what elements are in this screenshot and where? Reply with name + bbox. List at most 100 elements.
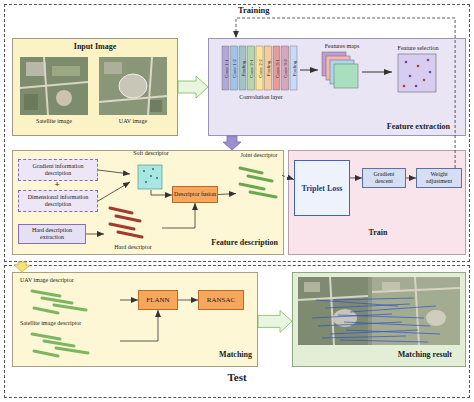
hard-descriptor-bars <box>110 208 132 213</box>
flow-arrow <box>120 310 158 341</box>
uav-photo <box>99 57 167 115</box>
part-label: Feature selection <box>390 45 446 52</box>
match-lines <box>340 340 428 342</box>
conv-layer-bar <box>248 46 255 90</box>
panel-title: Test <box>204 371 270 384</box>
conv-layer-bar <box>256 46 263 90</box>
matching-photo <box>426 310 446 326</box>
match-lines <box>322 336 406 338</box>
satellite-photo <box>26 62 46 76</box>
conv-layer-bar <box>222 46 297 90</box>
conv-layer-bar <box>231 46 238 90</box>
feature-map <box>322 52 358 88</box>
satellite-photo <box>20 57 88 115</box>
matching-photo <box>304 282 320 292</box>
flow-arrow <box>178 300 198 301</box>
uav-photo <box>99 57 167 115</box>
panel-title: Training <box>238 5 298 15</box>
soft-descriptor-square <box>152 168 154 170</box>
conv-layer-bar <box>290 46 297 90</box>
part-label: Convolution layer <box>222 94 300 101</box>
satellite-descriptor-bars <box>56 348 88 353</box>
satellite-descriptor-bars <box>32 334 88 356</box>
box-label: Weight adjustment <box>416 171 462 185</box>
feature-selection-map <box>403 85 406 88</box>
matching-panel: Matching UAV image descriptorSatellite im… <box>12 272 258 367</box>
satellite-photo <box>24 94 38 110</box>
feature-selection-map <box>398 54 436 92</box>
panel-title: Matching <box>172 350 252 360</box>
process-box: Gradient descent <box>362 168 406 188</box>
match-lines <box>346 330 440 334</box>
flow-arrow <box>98 170 130 174</box>
joint-descriptor-bars <box>250 192 276 197</box>
uav-photo <box>104 62 122 74</box>
uav-photo <box>150 100 162 112</box>
layer-name: Conv 3-1 <box>273 47 280 89</box>
layer-name: Conv 2-1 <box>248 47 255 89</box>
process-box: Hard description extraction <box>18 224 86 244</box>
image-tile: Satellite image <box>18 56 90 130</box>
satellite-photo <box>52 66 80 76</box>
box-label: Dimensional information description <box>18 194 98 208</box>
input-panel: Input ImageSatellite imageUAV image <box>12 38 178 136</box>
feature-selection-map <box>415 85 418 88</box>
flow-arrow <box>86 233 104 234</box>
block-arrow <box>178 76 208 98</box>
flow-arrow <box>162 203 195 228</box>
conv-layer-bar <box>282 46 289 90</box>
image-tile: UAV image <box>94 56 172 130</box>
conv-layer-bar <box>273 46 280 90</box>
hard-descriptor-bars <box>110 208 142 237</box>
layer-name: Conv 1-2 <box>231 47 238 89</box>
feature-selection-map <box>429 71 432 74</box>
box-label: Hard description extraction <box>18 227 86 241</box>
matching-photo <box>333 309 357 327</box>
box-label: Triplet Loss <box>300 184 345 193</box>
feature-selection-map <box>409 75 412 78</box>
match-lines <box>312 314 392 318</box>
descriptor-icon: UAV image descriptor <box>20 277 120 317</box>
process-box: Weight adjustment <box>416 168 462 188</box>
flow-arrow <box>120 300 138 301</box>
matching-photo <box>382 282 400 290</box>
soft-descriptor-square <box>138 165 162 189</box>
match-lines <box>334 298 414 300</box>
matching-photo <box>298 277 460 345</box>
descriptor-icon: Soft descriptor <box>130 150 172 190</box>
match-lines <box>316 300 398 306</box>
joint-descriptor-bars <box>240 168 276 197</box>
satellite-descriptor-bars <box>32 334 60 339</box>
panel-title: Soft descriptor <box>130 150 172 157</box>
description-panel: Feature description Gradient information … <box>12 150 284 255</box>
uav-descriptor-bars <box>32 291 60 296</box>
flow-arrow <box>406 178 416 179</box>
process-box: Gradient information description <box>18 159 98 181</box>
loss-box: Triplet Loss <box>294 160 350 216</box>
feature-map <box>326 56 350 80</box>
uav-descriptor-bars <box>34 308 58 313</box>
panel-title: Satellite image descriptor <box>20 320 120 327</box>
joint-descriptor-bars <box>240 184 264 189</box>
result-panel: Matching result <box>292 272 466 367</box>
satellite-descriptor-bars <box>34 351 58 356</box>
uav-descriptor-bars <box>54 305 86 310</box>
layer-name: Conv 1-1 <box>222 47 229 89</box>
train-panel: TrainTriplet LossGradient descentWeight … <box>288 150 466 255</box>
soft-descriptor-square <box>145 181 147 183</box>
match-lines <box>338 315 424 318</box>
panel-title: Feature description <box>182 238 278 248</box>
panel-title: Feature extraction <box>338 122 450 132</box>
plus-sign: + <box>50 180 64 189</box>
satellite-descriptor-bars <box>44 341 74 346</box>
conv-layer-bar <box>222 46 229 90</box>
conv-layer-bar <box>265 46 272 90</box>
panel-title: Satellite image <box>18 118 90 125</box>
matching-photo <box>298 277 368 345</box>
uav-photo <box>119 74 147 98</box>
box-label: Gradient information description <box>18 163 98 177</box>
inner-arrow <box>362 72 392 73</box>
feature-selection-map <box>417 65 420 68</box>
